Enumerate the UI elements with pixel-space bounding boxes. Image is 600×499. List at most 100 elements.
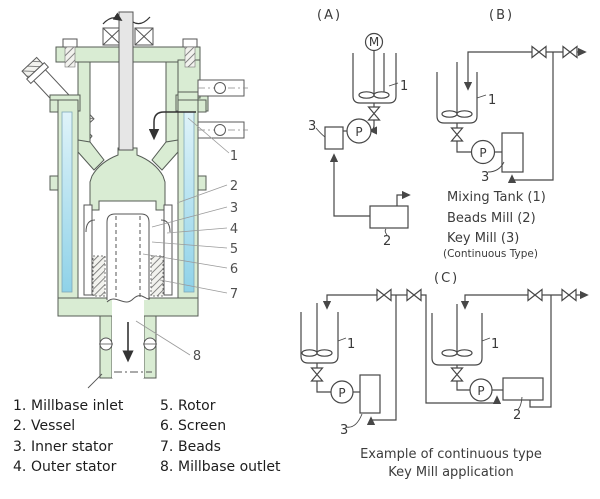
legend-label: Inner stator (31, 439, 113, 455)
key-mill-b (501, 132, 524, 173)
diagram-a-title: (A) (317, 8, 342, 23)
key-mill-a (324, 126, 344, 150)
valve-symbol (562, 45, 578, 59)
tank-b-callout: 1 (488, 93, 496, 108)
valve-symbol (310, 367, 324, 382)
rotation-arrow (102, 12, 123, 25)
legend-num: 4. (13, 459, 26, 475)
callout-6: 6 (230, 262, 238, 277)
bearing-left (102, 27, 122, 46)
flow-diagrams: (A) M 1 P 3 2 (B) (300, 8, 589, 480)
outer-stator-left (83, 204, 93, 296)
parts-legend: 1. Millbase inlet 2. Vessel 3. Inner sta… (13, 398, 281, 475)
legend-key-mill: Key Mill (3) (447, 231, 519, 246)
legend-continuous-type: (Continuous Type) (443, 248, 538, 260)
bolt-head (182, 38, 198, 48)
tank-c-right-callout: 1 (491, 337, 499, 352)
legend-label: Millbase inlet (31, 398, 124, 414)
key-mill-a-callout: 3 (308, 119, 316, 134)
legend-num: 5. (160, 398, 173, 414)
flow-diagram-c: (C) 1 P 3 (300, 271, 589, 438)
impeller (373, 91, 390, 99)
legend-mixing-tank: Mixing Tank (1) (447, 190, 546, 205)
legend-num: 6. (160, 418, 173, 434)
c-right-unit: 1 P 2 (431, 288, 589, 423)
pump-a-label: P (355, 125, 362, 139)
impeller (456, 110, 473, 118)
drive-shaft (118, 11, 134, 151)
beads-mill-c-callout: 2 (513, 408, 521, 423)
valve-symbol (376, 288, 392, 302)
impeller (301, 349, 318, 357)
caption-line-1: Example of continuous type (360, 447, 542, 462)
pump-b-label: P (479, 146, 486, 160)
tank-a-callout: 1 (400, 79, 408, 94)
legend-num: 1. (13, 398, 26, 414)
callout-4: 4 (230, 222, 238, 237)
impeller (441, 349, 458, 357)
valve-symbol (406, 288, 422, 302)
grinding-chamber (83, 204, 173, 302)
rotor-hub (89, 147, 166, 211)
impeller (316, 349, 333, 357)
legend-num: 8. (160, 459, 173, 475)
bolt-head (62, 38, 78, 48)
pump-c-right-label: P (477, 384, 484, 398)
rotor (106, 213, 150, 300)
inlet-flow-arrow (148, 111, 196, 141)
callout-2: 2 (230, 179, 238, 194)
valve-symbol (367, 106, 381, 121)
beads-mill-a-callout: 2 (383, 234, 391, 249)
legend-label: Outer stator (31, 459, 117, 475)
bearing-right (134, 27, 154, 46)
valve-symbol (531, 45, 547, 59)
legend-num: 7. (160, 439, 173, 455)
c-left-unit: 1 P 3 (300, 288, 502, 438)
pipe-flange-bolt (214, 82, 226, 94)
stator-lip-left (85, 219, 96, 233)
legend-label: Beads (178, 439, 221, 455)
beads-right (150, 255, 164, 297)
impeller (456, 349, 473, 357)
legend-label: Vessel (31, 418, 75, 434)
legend-num: 2. (13, 418, 26, 434)
break-line (106, 295, 151, 303)
mixing-tank-c-left (300, 312, 339, 364)
flow-diagram-b: (B) 1 P 3 (436, 8, 587, 185)
pipe-flange-bolt (214, 124, 226, 136)
beads-mill-a (369, 205, 409, 229)
valve-symbol (561, 288, 577, 302)
legend-beads-mill: Beads Mill (2) (447, 211, 536, 226)
callout-5: 5 (230, 242, 238, 257)
flow-diagram-a: (A) M 1 P 3 2 (308, 8, 411, 249)
legend-num: 3. (13, 439, 26, 455)
key-mill-c (359, 374, 381, 414)
valve-symbol (527, 288, 543, 302)
valve-symbol (450, 367, 464, 382)
cooling-jacket (61, 111, 195, 293)
key-mill-c-callout: 3 (340, 423, 348, 438)
callout-8: 8 (193, 349, 201, 364)
callout-1: 1 (230, 149, 238, 164)
beads-mill-c (502, 377, 544, 401)
inlet-pipes (197, 79, 248, 139)
valve-symbol (450, 127, 464, 142)
callout-7: 7 (230, 287, 238, 302)
beads-left (92, 255, 106, 297)
rotation-arrow (132, 16, 151, 25)
pump-c-left-label: P (338, 386, 345, 400)
outlet-passage (87, 295, 157, 389)
legend-label: Screen (178, 418, 226, 434)
legend-label: Rotor (178, 398, 216, 414)
c-caption: Example of continuous type Key Mill appl… (360, 447, 542, 480)
drive-assembly (62, 11, 198, 151)
impeller (358, 91, 375, 99)
callout-3: 3 (230, 201, 238, 216)
key-mill-b-callout: 3 (481, 170, 489, 185)
diagram-b-title: (B) (489, 8, 514, 23)
legend-label: Millbase outlet (178, 459, 281, 475)
tank-c-left-callout: 1 (347, 337, 355, 352)
equipment-legend: Mixing Tank (1) Beads Mill (2) Key Mill … (443, 190, 546, 260)
callout-leaders (135, 117, 230, 356)
